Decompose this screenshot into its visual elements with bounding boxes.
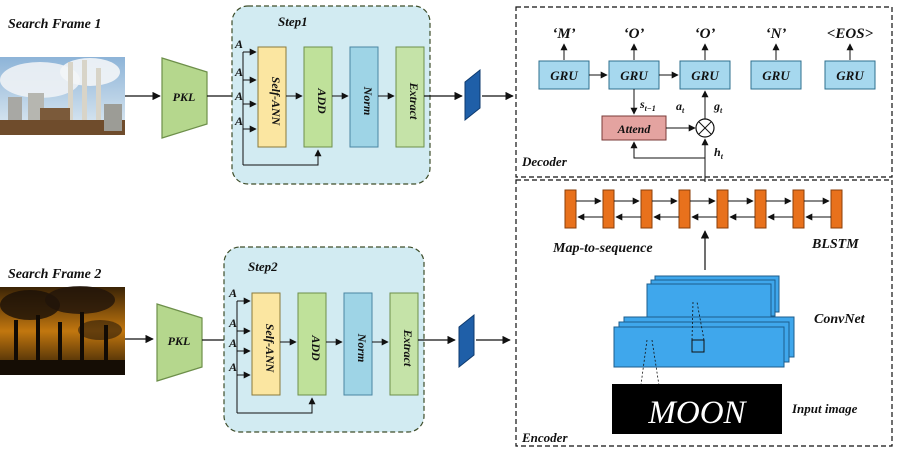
- gru-label-3: GRU: [691, 68, 719, 83]
- decoder-label: Decoder: [521, 154, 568, 169]
- gru-label-4: GRU: [762, 68, 790, 83]
- gru-label-5: GRU: [836, 68, 864, 83]
- gru-label-1: GRU: [550, 68, 578, 83]
- map-to-sequence-label: Map-to-sequence: [552, 241, 653, 256]
- pkl-block-1: [161, 57, 208, 139]
- h-symbol: ht: [714, 145, 724, 161]
- input-a-3: A: [234, 89, 243, 103]
- norm-block-1: [349, 46, 379, 148]
- self-ann-label-2: Self-ANN: [263, 324, 277, 374]
- feature-map-2: [458, 313, 475, 369]
- extract-label-1: Extract: [407, 82, 421, 120]
- gru-label-2: GRU: [620, 68, 648, 83]
- blstm-cell-5: [716, 189, 729, 229]
- search-frame-2-title: Search Frame 2: [8, 267, 101, 282]
- input-a-7: A: [228, 336, 237, 350]
- convnet-stack-upper: [646, 275, 780, 321]
- gru-cell-3: [679, 60, 731, 90]
- pkl-label-2: PKL: [168, 334, 191, 348]
- blstm-cell-6: [754, 189, 767, 229]
- norm-label-2: Norm: [355, 333, 369, 363]
- blstm-cell-2: [602, 189, 615, 229]
- gru-cell-5: [824, 60, 876, 90]
- a-symbol: at: [676, 99, 685, 115]
- input-a-5: A: [228, 286, 237, 300]
- encoder-label: Encoder: [521, 430, 568, 445]
- blstm-row: [564, 189, 843, 229]
- add-block-1: [303, 46, 333, 148]
- self-ann-block-1: [257, 46, 287, 148]
- step2-label: Step2: [248, 259, 278, 274]
- input-a-2: A: [234, 65, 243, 79]
- g-symbol: gt: [713, 99, 723, 115]
- input-a-8: A: [228, 360, 237, 374]
- extract-block-2: [389, 292, 419, 396]
- search-frame-1-image: [0, 57, 125, 135]
- norm-block-2: [343, 292, 373, 396]
- output-token-2: ‘O’: [624, 26, 645, 42]
- input-image-box: [612, 384, 782, 434]
- blstm-cell-8: [830, 189, 843, 229]
- search-frame-1-title: Search Frame 1: [8, 17, 101, 32]
- norm-label-1: Norm: [361, 86, 375, 116]
- search-frame-2-image: [0, 286, 125, 375]
- extract-block-1: [395, 46, 425, 148]
- pkl-block-2: [156, 303, 203, 382]
- self-ann-block-2: [251, 292, 281, 396]
- s-symbol: st−1: [639, 97, 656, 113]
- convnet-label: ConvNet: [814, 312, 866, 327]
- output-token-1: ‘M’: [552, 26, 575, 42]
- encoder-box: [515, 179, 893, 447]
- input-a-6: A: [228, 316, 237, 330]
- input-a-1: A: [234, 37, 243, 51]
- extract-label-2: Extract: [401, 329, 415, 367]
- output-token-5: <EOS>: [827, 26, 874, 42]
- pkl-label-1: PKL: [173, 90, 196, 104]
- output-token-4: ‘N’: [766, 26, 787, 42]
- attend-label: Attend: [617, 122, 652, 136]
- step1-label: Step1: [278, 14, 308, 29]
- blstm-cell-4: [678, 189, 691, 229]
- blstm-cell-3: [640, 189, 653, 229]
- input-a-4: A: [234, 114, 243, 128]
- input-word: MOON: [647, 395, 747, 431]
- gru-cell-4: [750, 60, 802, 90]
- blstm-cell-1: [564, 189, 577, 229]
- output-token-3: ‘O’: [695, 26, 716, 42]
- feature-map-1: [464, 68, 481, 122]
- decoder-box: [515, 6, 893, 178]
- input-image-label: Input image: [791, 401, 858, 416]
- add-block-2: [297, 292, 327, 396]
- add-label-2: ADD: [309, 334, 323, 361]
- blstm-label: BLSTM: [811, 237, 859, 252]
- add-label-1: ADD: [315, 87, 329, 114]
- blstm-cell-7: [792, 189, 805, 229]
- self-ann-label-1: Self-ANN: [269, 77, 283, 127]
- gru-cell-1: [538, 60, 590, 90]
